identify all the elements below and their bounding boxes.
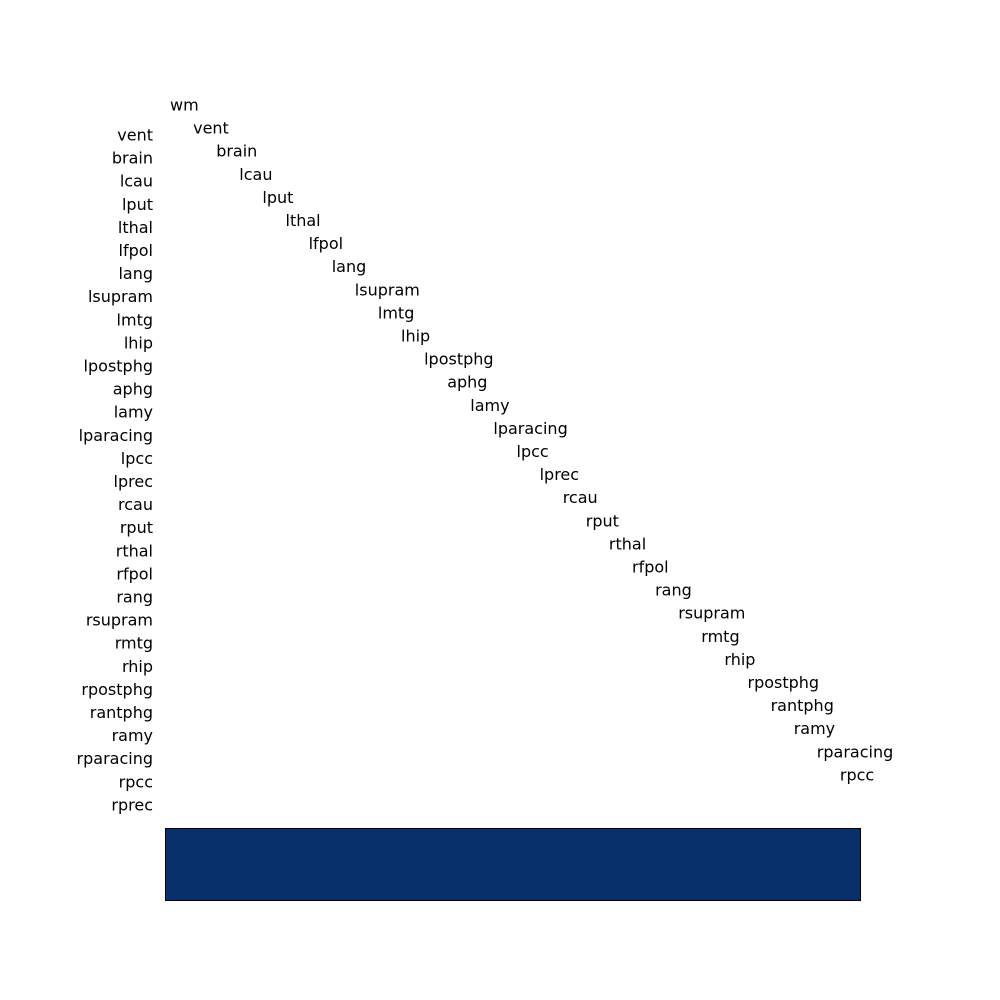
row-label: brain <box>112 149 153 168</box>
row-label: rhip <box>122 657 153 676</box>
row-label: rprec <box>111 795 153 814</box>
diagonal-label: lprec <box>540 465 579 484</box>
diagonal-label: lparacing <box>493 419 567 438</box>
diagonal-label: aphg <box>447 373 487 392</box>
row-label: lput <box>122 195 153 214</box>
diagonal-label: lmtg <box>378 303 414 322</box>
diagonal-label: brain <box>216 142 257 161</box>
row-label: rang <box>116 588 153 607</box>
diagonal-label: rfpol <box>632 558 669 577</box>
row-label: rcau <box>118 495 153 514</box>
row-label: vent <box>117 126 153 145</box>
diagonal-label: rsupram <box>678 604 745 623</box>
colorbar <box>165 828 861 901</box>
row-label: rfpol <box>116 564 153 583</box>
diagonal-label: wm <box>170 96 199 115</box>
diagonal-label: vent <box>193 119 229 138</box>
diagonal-label: rang <box>655 581 692 600</box>
row-label: rantphg <box>90 703 153 722</box>
row-label: rparacing <box>77 749 153 768</box>
diagonal-label: lthal <box>286 211 321 230</box>
diagonal-label: rcau <box>563 488 598 507</box>
row-label: rput <box>120 518 153 537</box>
row-label: rpcc <box>119 772 153 791</box>
row-label: lparacing <box>79 426 153 445</box>
row-label: lpostphg <box>84 357 153 376</box>
row-label: lpcc <box>121 449 153 468</box>
diagonal-label: rmtg <box>701 627 739 646</box>
diagonal-label: lang <box>332 257 367 276</box>
diagonal-label: rhip <box>724 650 755 669</box>
row-label: rmtg <box>115 634 153 653</box>
diagonal-label: lamy <box>470 396 509 415</box>
row-label: rpostphg <box>81 680 153 699</box>
row-label: lamy <box>114 403 153 422</box>
row-label: lhip <box>124 333 153 352</box>
row-label: ramy <box>112 726 153 745</box>
diagonal-label: lcau <box>239 165 272 184</box>
diagonal-label: lhip <box>401 327 430 346</box>
diagonal-label: rpcc <box>840 765 874 784</box>
row-label: lfpol <box>119 241 153 260</box>
diagonal-label: ramy <box>794 719 835 738</box>
row-label: lcau <box>120 172 153 191</box>
row-label: rthal <box>116 541 153 560</box>
diagonal-label: rpostphg <box>748 673 820 692</box>
diagonal-label: lput <box>262 188 293 207</box>
diagonal-label: rantphg <box>771 696 834 715</box>
row-label: lang <box>118 264 153 283</box>
diagonal-label: rput <box>586 511 619 530</box>
diagonal-label: lsupram <box>355 280 420 299</box>
row-labels: vent brain lcau lput lthal lfpol lang lsupram lm… <box>77 126 153 815</box>
row-label: lprec <box>114 472 153 491</box>
diagonal-labels: wm vent brain lcau lput lthal lfpol lang lsupram… <box>170 96 893 785</box>
row-label: lmtg <box>117 310 153 329</box>
diagonal-label: lpcc <box>517 442 549 461</box>
row-label: lthal <box>118 218 153 237</box>
diagonal-label: rthal <box>609 534 646 553</box>
diagonal-label: lfpol <box>309 234 343 253</box>
row-label: rsupram <box>86 611 153 630</box>
diagonal-label: rparacing <box>817 742 893 761</box>
diagonal-label: lpostphg <box>424 350 493 369</box>
row-label: aphg <box>113 380 153 399</box>
row-label: lsupram <box>88 287 153 306</box>
